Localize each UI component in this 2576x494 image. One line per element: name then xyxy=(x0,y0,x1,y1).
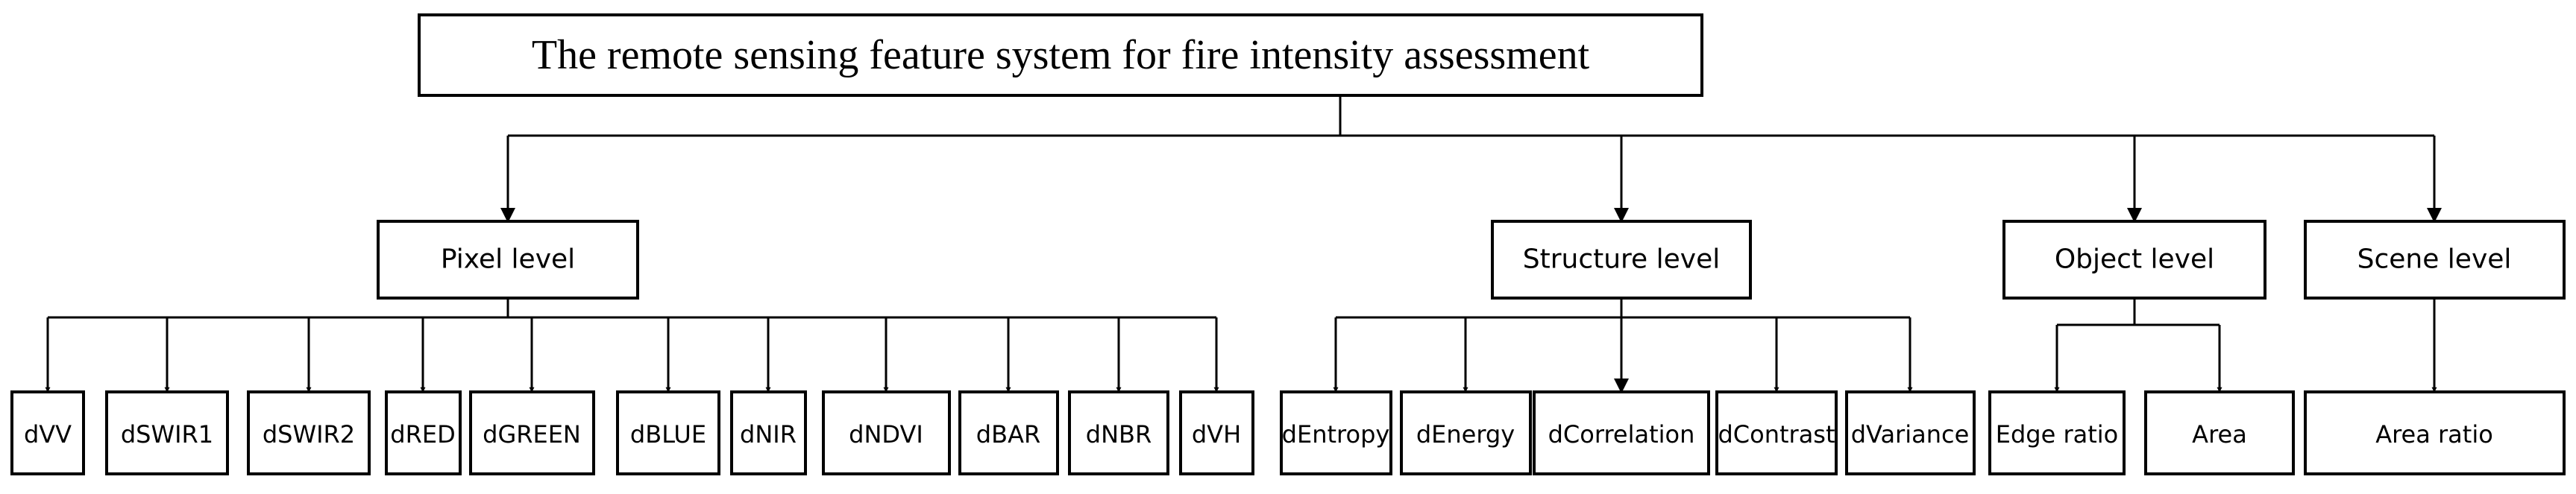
root-node: The remote sensing feature system for fi… xyxy=(418,13,1703,97)
leaf-node-dblue: dBLUE xyxy=(616,390,720,475)
level-node-object: Object level xyxy=(2002,220,2266,300)
leaf-node-label: Edge ratio xyxy=(1996,420,2118,449)
level-node-label: Object level xyxy=(2055,244,2214,275)
leaf-node-box xyxy=(105,390,229,475)
leaf-node-label: dNBR xyxy=(1086,420,1152,449)
leaf-node-label: dNDVI xyxy=(849,420,923,449)
leaf-node-dentropy: dEntropy xyxy=(1280,390,1392,475)
leaf-node-label: dCorrelation xyxy=(1548,420,1695,449)
leaf-node-dcorrelation: dCorrelation xyxy=(1533,390,1710,475)
leaf-node-box xyxy=(1068,390,1169,475)
leaf-node-label: dSWIR2 xyxy=(263,420,355,449)
leaf-node-label: dBAR xyxy=(976,420,1040,449)
leaf-node-box xyxy=(1400,390,1532,475)
connector-lines xyxy=(45,95,2442,393)
root-node-label: The remote sensing feature system for fi… xyxy=(532,32,1590,78)
leaf-node-box xyxy=(1715,390,1838,475)
leaf-node-label: dEntropy xyxy=(1282,420,1390,449)
level-node-scene: Scene level xyxy=(2304,220,2566,300)
leaf-node-dnir: dNIR xyxy=(730,390,807,475)
level-node-structure: Structure level xyxy=(1491,220,1752,300)
leaf-node-dswir2: dSWIR2 xyxy=(247,390,371,475)
leaf-node-label: dVV xyxy=(24,420,72,449)
leaf-node-dred: dRED xyxy=(385,390,462,475)
leaf-node-box xyxy=(1280,390,1392,475)
level-node-box xyxy=(2002,220,2266,300)
level-node-pixel: Pixel level xyxy=(377,220,639,300)
level-node-label: Structure level xyxy=(1523,244,1721,275)
leaf-node-label: Area ratio xyxy=(2375,420,2493,449)
leaf-node-label: dNIR xyxy=(740,420,797,449)
leaf-node-label: dVariance xyxy=(1851,420,1970,449)
level-node-box xyxy=(2304,220,2566,300)
leaf-node-box xyxy=(1845,390,1976,475)
leaf-node-box xyxy=(385,390,462,475)
leaf-node-dvv: dVV xyxy=(10,390,85,475)
leaf-node-box xyxy=(2304,390,2566,475)
leaf-node-dndvi: dNDVI xyxy=(822,390,951,475)
leaf-node-area: Area xyxy=(2144,390,2295,475)
leaf-node-dbar: dBAR xyxy=(958,390,1059,475)
leaf-node-box xyxy=(1988,390,2126,475)
leaf-node-box xyxy=(1179,390,1254,475)
leaf-node-label: dRED xyxy=(390,420,455,449)
leaf-node-box xyxy=(247,390,371,475)
leaf-node-box xyxy=(469,390,595,475)
leaf-node-label: dBLUE xyxy=(630,420,706,449)
leaf-node-label: dGREEN xyxy=(483,420,581,449)
leaf-node-label: Area xyxy=(2192,420,2247,449)
leaf-node-dswir1: dSWIR1 xyxy=(105,390,229,475)
leaf-node-dvariance: dVariance xyxy=(1845,390,1976,475)
leaf-node-box xyxy=(10,390,85,475)
leaf-node-box xyxy=(958,390,1059,475)
leaf-node-label: dSWIR1 xyxy=(121,420,213,449)
leaf-node-box xyxy=(616,390,720,475)
leaf-node-dgreen: dGREEN xyxy=(469,390,595,475)
leaf-node-label: dContrast xyxy=(1718,420,1835,449)
leaf-node-box xyxy=(730,390,807,475)
leaf-node-label: dVH xyxy=(1192,420,1241,449)
level-node-label: Pixel level xyxy=(441,244,575,275)
leaf-node-box xyxy=(1533,390,1710,475)
leaf-node-dcontrast: dContrast xyxy=(1715,390,1838,475)
leaf-node-dvh: dVH xyxy=(1179,390,1254,475)
leaf-node-area-ratio: Area ratio xyxy=(2304,390,2566,475)
level-node-box xyxy=(377,220,639,300)
leaf-node-label: dEnergy xyxy=(1416,420,1515,449)
leaf-node-box xyxy=(2144,390,2295,475)
level-node-box xyxy=(1491,220,1752,300)
leaf-node-denergy: dEnergy xyxy=(1400,390,1532,475)
leaf-node-dnbr: dNBR xyxy=(1068,390,1169,475)
leaf-node-box xyxy=(822,390,951,475)
level-node-label: Scene level xyxy=(2357,244,2512,275)
root-node-box xyxy=(418,13,1703,97)
leaf-node-edge-ratio: Edge ratio xyxy=(1988,390,2126,475)
